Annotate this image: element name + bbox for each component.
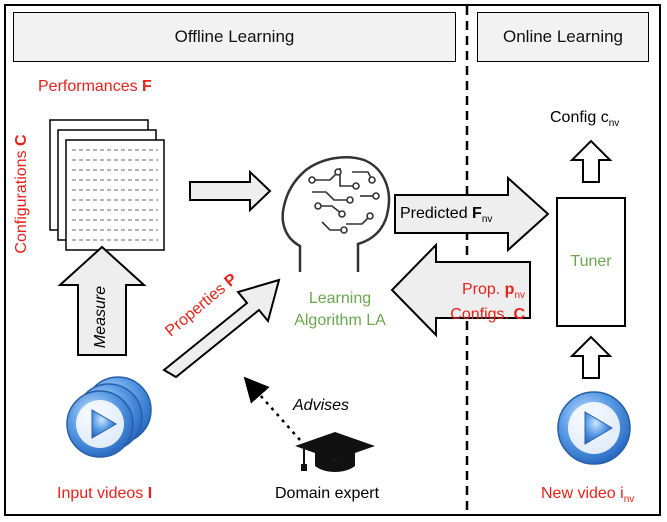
online-learning-title: Online Learning (502, 27, 624, 46)
properties-arrow (162, 278, 281, 379)
performances-label: Performances F (38, 78, 152, 95)
advises-label: Advises (293, 397, 350, 414)
graduation-cap-icon (295, 432, 375, 472)
predicted-arrow (394, 175, 550, 253)
video-to-tuner-arrow (569, 335, 613, 379)
play-video-icon (557, 391, 631, 465)
predicted-label: Predicted Fnv (400, 205, 493, 226)
tuner-label: Tuner (570, 253, 612, 270)
input-videos-icon (66, 376, 152, 458)
brain-head-icon (281, 156, 391, 272)
learning-algorithm-label: Learning Algorithm LA (294, 290, 386, 329)
offline-learning-header: Offline Learning (13, 12, 456, 62)
online-learning-header: Online Learning (477, 12, 649, 62)
config-cnv-label: Config cnv (550, 109, 620, 130)
tables-to-brain-arrow (189, 169, 272, 213)
table-stack-icon (49, 119, 165, 251)
tuner-to-config-arrow (569, 139, 613, 183)
domain-expert-label: Domain expert (275, 485, 380, 502)
prop-configs-label: Prop. pnv Configs. C (450, 281, 525, 324)
diagram-frame (4, 4, 661, 516)
measure-arrow (57, 245, 147, 356)
input-videos-label: Input videos I (57, 485, 153, 502)
configurations-label: Configurations C (13, 134, 30, 254)
prop-configs-arrow (390, 242, 531, 338)
measure-label: Measure (92, 285, 109, 349)
offline-learning-title: Offline Learning (174, 27, 295, 46)
tuner-box: Tuner (556, 197, 626, 327)
new-video-label: New video inv (541, 485, 635, 506)
